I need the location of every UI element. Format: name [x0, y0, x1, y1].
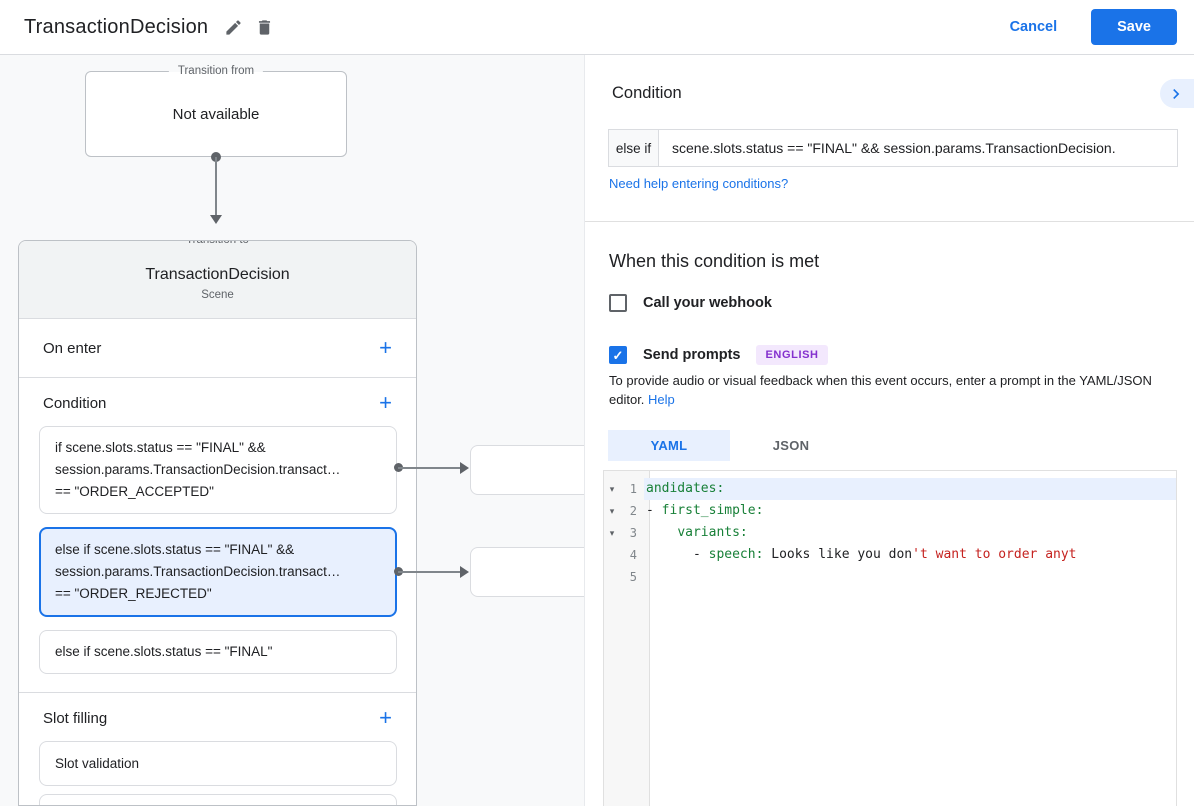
when-condition-met-title: When this condition is met — [609, 251, 820, 271]
slot-validation-item[interactable]: Slot validation — [39, 741, 397, 786]
fold-arrow-icon[interactable]: ▾ — [609, 483, 615, 494]
add-slot-button[interactable]: + — [379, 705, 392, 730]
fold-arrow-icon[interactable]: ▾ — [609, 505, 615, 516]
code-line[interactable]: 4 - speech: Looks like you don't want to… — [604, 544, 1176, 566]
scene-card-header: TransactionDecision Scene — [19, 241, 416, 319]
condition2-target-node[interactable] — [470, 547, 584, 597]
flow-canvas: Transition from Not available Transition… — [0, 55, 585, 806]
condition-item-final[interactable]: else if scene.slots.status == "FINAL" — [39, 630, 397, 674]
condition1-connector-line — [398, 467, 460, 469]
line-number: 2 — [629, 504, 637, 518]
webhook-row: Call your webhook — [609, 294, 772, 312]
trash-icon — [255, 18, 274, 37]
condition-section: Condition + if scene.slots.status == "FI… — [19, 378, 416, 693]
language-badge: ENGLISH — [756, 345, 828, 365]
on-enter-label: On enter — [43, 339, 102, 357]
code-token: andidates: — [646, 481, 725, 496]
call-webhook-checkbox[interactable] — [609, 294, 627, 312]
condition-expression-input[interactable] — [658, 129, 1178, 167]
line-number: 4 — [629, 548, 637, 562]
condition-expression-row: else if — [608, 129, 1178, 167]
add-on-enter-button[interactable]: + — [379, 335, 392, 360]
call-webhook-label[interactable]: Call your webhook — [643, 295, 772, 311]
condition1-target-node[interactable] — [470, 445, 584, 495]
slot-filling-section: Slot filling + Slot validation — [19, 693, 416, 805]
condition2-arrow-icon — [460, 566, 469, 578]
send-prompts-label[interactable]: Send prompts — [643, 347, 741, 363]
condition2-connector-line — [398, 571, 460, 573]
code-line[interactable]: ▾ 3 variants: — [604, 522, 1176, 544]
top-app-bar: TransactionDecision Cancel Save — [0, 0, 1194, 55]
on-enter-row: On enter + — [19, 319, 416, 378]
add-condition-button[interactable]: + — [379, 390, 392, 415]
scene-type-label: Scene — [201, 289, 234, 301]
code-line[interactable]: ▾ 2 - first_simple: — [604, 500, 1176, 522]
yaml-code-editor[interactable]: ▾ 1 andidates: ▾ 2 - first_simple: ▾ 3 v… — [603, 470, 1177, 806]
slot-filling-label: Slot filling — [43, 709, 108, 727]
flow-arrow-down-icon — [210, 215, 222, 224]
condition-help-link[interactable]: Need help entering conditions? — [609, 176, 789, 191]
line-number: 3 — [629, 526, 637, 540]
panel-title: Condition — [612, 84, 682, 102]
transition-from-box: Transition from Not available — [85, 64, 347, 157]
next-section-box-partial — [39, 794, 397, 805]
transition-from-legend: Transition from — [168, 64, 264, 79]
code-token: - — [646, 547, 709, 562]
cancel-button[interactable]: Cancel — [1009, 19, 1058, 35]
code-line[interactable]: ▾ 1 andidates: — [604, 478, 1176, 500]
transition-to-legend: Transition to — [177, 241, 258, 248]
tab-yaml[interactable]: YAML — [608, 430, 730, 461]
scene-name: TransactionDecision — [145, 266, 290, 283]
collapse-panel-button[interactable] — [1160, 79, 1194, 108]
condition-prefix-label: else if — [608, 129, 658, 167]
transition-from-value: Not available — [172, 105, 260, 123]
edit-title-button[interactable] — [218, 12, 249, 43]
code-token: first_simple: — [661, 503, 764, 518]
chevron-right-icon — [1160, 84, 1186, 104]
condition-item-order-accepted[interactable]: if scene.slots.status == "FINAL" && sess… — [39, 426, 397, 514]
tab-json[interactable]: JSON — [730, 430, 852, 461]
pencil-icon — [224, 18, 243, 37]
delete-scene-button[interactable] — [249, 12, 280, 43]
helper-text-body: To provide audio or visual feedback when… — [609, 373, 1152, 407]
code-token: 't want to order anyt — [912, 547, 1077, 562]
prompt-helper-text: To provide audio or visual feedback when… — [609, 371, 1166, 409]
code-line[interactable]: 5 — [604, 566, 1176, 588]
editor-tabs: YAML JSON — [608, 430, 852, 461]
help-link[interactable]: Help — [648, 392, 675, 407]
condition-item-order-rejected-selected[interactable]: else if scene.slots.status == "FINAL" &&… — [39, 527, 397, 617]
scene-card: Transition to TransactionDecision Scene … — [18, 240, 417, 806]
panel-divider — [585, 221, 1194, 222]
condition-section-label: Condition — [43, 394, 107, 412]
fold-arrow-icon[interactable]: ▾ — [609, 527, 615, 538]
line-number: 1 — [629, 482, 637, 496]
condition-detail-panel: Condition else if Need help entering con… — [585, 55, 1194, 806]
condition1-arrow-icon — [460, 462, 469, 474]
editor-gutter — [604, 471, 650, 806]
code-token: variants: — [677, 525, 748, 540]
send-prompts-checkbox[interactable] — [609, 346, 627, 364]
code-token: Looks like you don — [763, 547, 913, 562]
code-token: - — [646, 503, 662, 518]
line-number: 5 — [629, 570, 637, 584]
code-token — [646, 525, 677, 540]
flow-connector-line — [215, 157, 217, 215]
page-title: TransactionDecision — [24, 15, 209, 38]
save-button[interactable]: Save — [1091, 9, 1177, 45]
send-prompts-row: Send prompts ENGLISH — [609, 345, 828, 365]
code-token: speech: — [708, 547, 764, 562]
